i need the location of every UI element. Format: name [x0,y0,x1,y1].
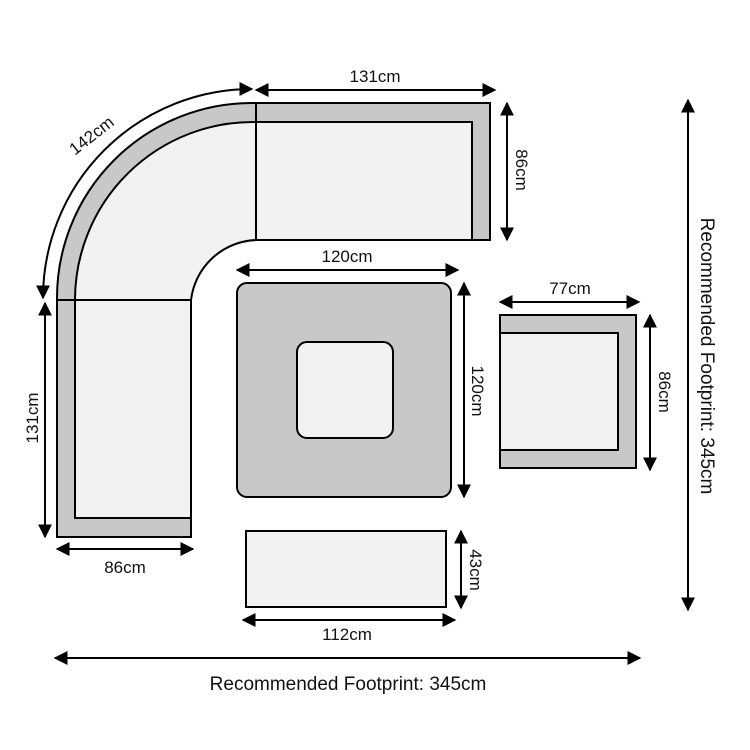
label-table-depth: 120cm [468,365,487,416]
corner-cushion [73,120,257,301]
label-left-depth: 86cm [104,558,146,577]
label-left-height: 131cm [23,392,42,443]
label-chair-width: 77cm [549,279,591,298]
label-chair-depth: 86cm [655,371,674,413]
coffee-table-inset [296,341,394,439]
armchair [499,314,637,469]
bench [245,530,447,608]
left-sofa-cushion [74,299,192,519]
dim-line-corner-arc [36,82,254,300]
armchair-cushion [499,332,619,451]
coffee-table [236,282,452,498]
top-sofa-cushion [255,121,473,241]
label-top-width: 131cm [349,67,400,86]
label-footprint-vertical: Recommended Footprint: 345cm [696,218,717,495]
label-top-depth: 86cm [512,149,531,191]
label-bench-height: 43cm [466,549,485,591]
label-table-width: 120cm [321,247,372,266]
label-bench-width: 112cm [322,625,372,644]
dimension-lines [36,82,695,665]
label-corner-arc: 142cm [66,112,118,158]
label-footprint-horizontal: Recommended Footprint: 345cm [210,674,487,695]
